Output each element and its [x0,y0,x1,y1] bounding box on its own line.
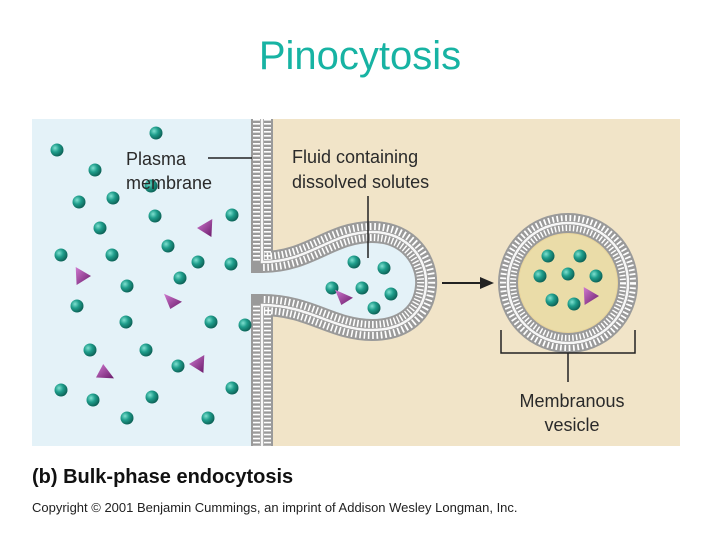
solute-sphere [567,297,581,311]
label-plasma-membrane-2: membrane [126,173,212,193]
solute-triangle [96,364,114,379]
solute-sphere [120,279,134,293]
slide-title: Pinocytosis [258,34,462,78]
solute-triangle [164,293,182,309]
solute-sphere [161,239,175,253]
solute-sphere [54,383,68,397]
solute-sphere [72,195,86,209]
vesicle-bracket [500,330,636,382]
solute-sphere [88,163,102,177]
solute-sphere [119,315,133,329]
solute-sphere [106,191,120,205]
solute-sphere [561,267,575,281]
solute-sphere [173,271,187,285]
solute-sphere [204,315,218,329]
solute-sphere [541,249,555,263]
figure-caption: (b) Bulk-phase endocytosis [32,466,294,488]
solute-sphere [545,293,559,307]
solute-sphere [171,359,185,373]
solute-sphere [83,343,97,357]
solute-sphere [201,411,215,425]
solute-sphere [347,255,361,269]
solute-sphere [377,261,391,275]
solute-sphere [86,393,100,407]
solute-spheres [50,126,603,425]
solute-sphere [144,179,158,193]
process-arrow [442,277,494,289]
plasma-membrane [251,119,438,446]
label-plasma-membrane-1: Plasma [126,149,187,169]
solute-sphere [225,381,239,395]
solute-sphere [145,390,159,404]
label-fluid-2: dissolved solutes [292,172,429,192]
solute-triangle [189,355,205,373]
solute-sphere [325,281,339,295]
solute-sphere [93,221,107,235]
solute-sphere [148,209,162,223]
solute-triangles [75,219,599,379]
solute-sphere [50,143,64,157]
solute-sphere [225,208,239,222]
solute-sphere [149,126,163,140]
solute-sphere [54,248,68,262]
solute-triangle [75,267,91,285]
solute-sphere [573,249,587,263]
solute-sphere [367,301,381,315]
extracellular-region [32,119,262,446]
solute-sphere [533,269,547,283]
label-vesicle-2: vesicle [544,415,599,435]
solute-sphere [589,269,603,283]
solute-sphere [70,299,84,313]
solute-sphere [384,287,398,301]
solute-sphere [139,343,153,357]
membranous-vesicle [498,213,638,353]
solute-triangle [583,287,599,305]
solute-sphere [238,318,252,332]
label-fluid-1: Fluid containing [292,147,418,167]
solute-triangle [335,289,353,305]
solute-sphere [191,255,205,269]
copyright-notice: Copyright © 2001 Benjamin Cummings, an i… [32,500,518,515]
solute-triangle [197,219,213,237]
label-vesicle-1: Membranous [519,391,624,411]
solute-sphere [224,257,238,271]
solute-sphere [120,411,134,425]
solute-sphere [355,281,369,295]
solute-sphere [105,248,119,262]
